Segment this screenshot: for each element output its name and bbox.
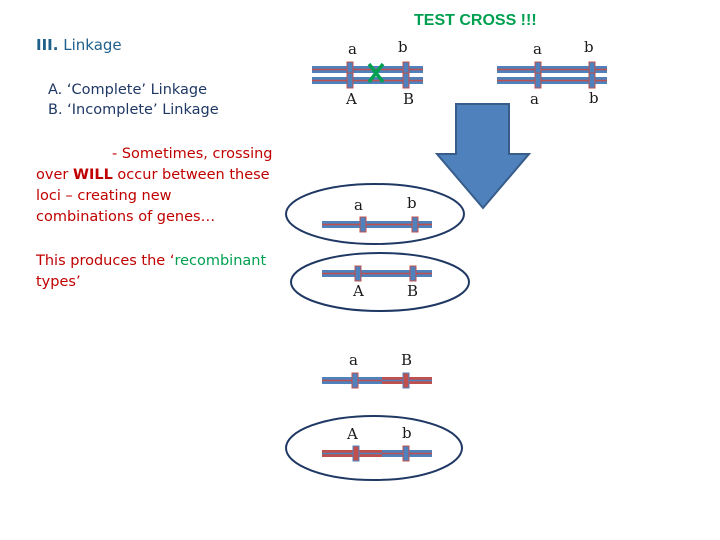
offspring3-chromosome — [322, 372, 432, 389]
o2-allele-B: B — [407, 282, 419, 300]
parent2-chromosome-top — [497, 61, 607, 78]
section-title: Linkage — [63, 36, 122, 54]
para-line-2-end: occur between these — [112, 167, 270, 183]
offspring-ellipse-2 — [290, 252, 470, 312]
section-heading: III. Linkage — [36, 36, 122, 54]
p1-top-allele-a: a — [348, 40, 357, 58]
test-cross-title: TEST CROSS !!! — [414, 12, 537, 29]
parent1-chromosome-bottom — [312, 72, 423, 89]
para-line-4: combinations of genes… — [36, 209, 216, 225]
offspring2-chromosome — [322, 265, 432, 282]
crossing-over-paragraph: - Sometimes, crossing over WILL occur be… — [36, 144, 276, 228]
o1-allele-b: b — [407, 194, 417, 212]
para2-line-2: types’ — [36, 274, 81, 290]
para-line-2-start: over — [36, 167, 73, 183]
para2-start: This produces the ‘ — [36, 253, 175, 269]
o1-allele-a: a — [354, 196, 363, 214]
o4-allele-A: A — [347, 425, 358, 443]
para2-line-1: This produces the ‘recombinant — [36, 251, 286, 272]
down-arrow-icon — [434, 103, 532, 210]
p1-bottom-allele-B: B — [403, 90, 415, 108]
offspring1-chromosome — [322, 216, 432, 233]
offspring-ellipse-4 — [285, 415, 463, 481]
o2-allele-A: A — [353, 282, 364, 300]
parent2-chromosome-bottom — [497, 72, 607, 89]
p2-bottom-allele-a: a — [530, 90, 539, 108]
offspring-ellipse-1 — [285, 183, 465, 245]
emphasis-will: WILL — [72, 167, 113, 183]
para-line-3: loci – creating new — [36, 188, 172, 204]
linkage-types-list: A. ‘Complete’ Linkage B. ‘Incomplete’ Li… — [48, 80, 219, 120]
list-item-incomplete: B. ‘Incomplete’ Linkage — [48, 102, 219, 118]
o4-allele-b: b — [402, 424, 412, 442]
p1-top-allele-b: b — [398, 38, 408, 56]
p2-bottom-allele-b: b — [589, 89, 599, 107]
o3-allele-a: a — [349, 351, 358, 369]
list-item-complete: A. ‘Complete’ Linkage — [48, 82, 208, 98]
p2-top-allele-a: a — [533, 40, 542, 58]
crossover-x-icon — [367, 62, 385, 84]
para-line-2: over WILL occur between these — [36, 165, 276, 186]
p2-top-allele-b: b — [584, 38, 594, 56]
o3-allele-B: B — [401, 351, 413, 369]
section-number: III. — [36, 36, 59, 54]
recombinant-paragraph: This produces the ‘recombinant types’ — [36, 251, 286, 293]
p1-bottom-allele-A: A — [346, 90, 357, 108]
recombinant-term: recombinant — [174, 253, 267, 269]
offspring4-chromosome — [322, 445, 432, 462]
para-line-1: - Sometimes, crossing — [112, 146, 273, 162]
